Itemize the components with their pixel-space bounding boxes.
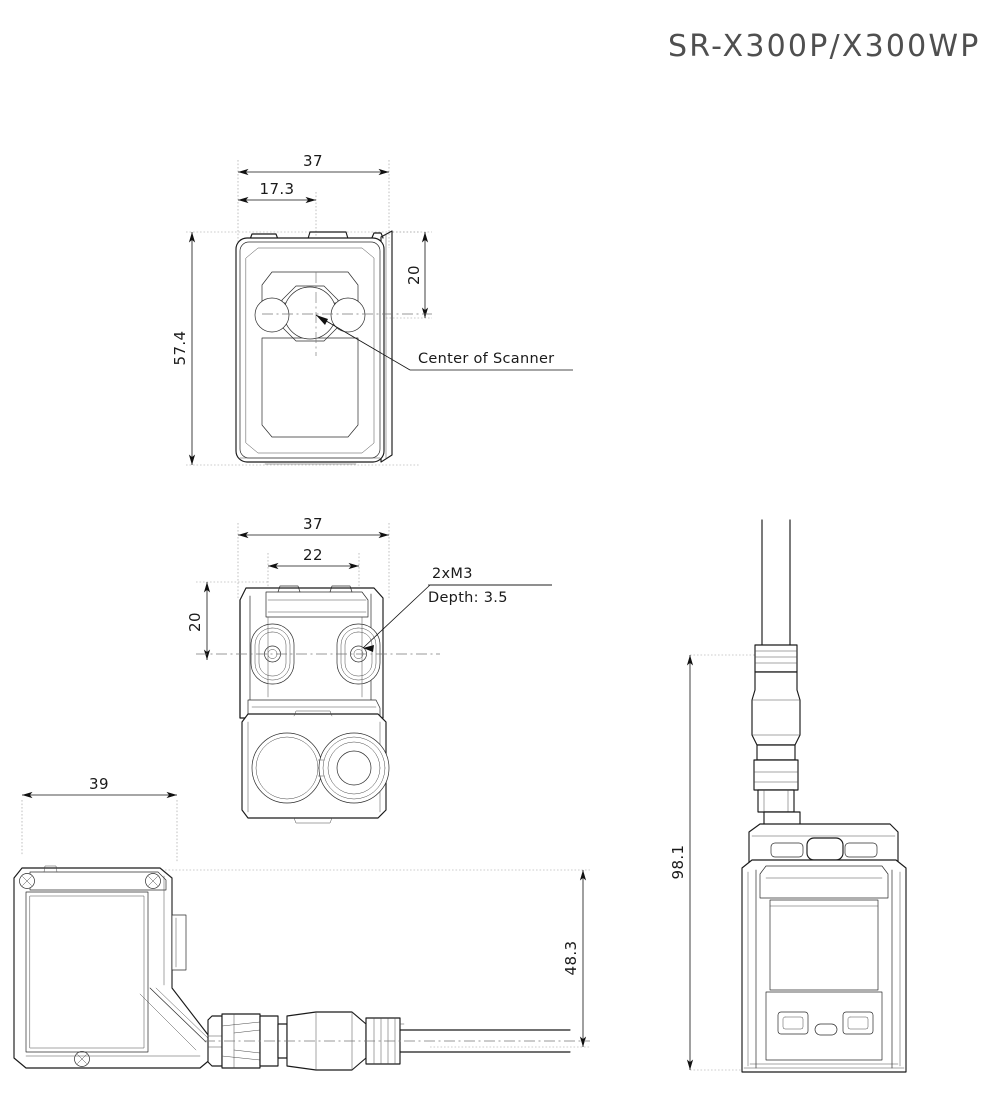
side-view: 39 48.3 bbox=[13, 775, 590, 1071]
center-of-scanner-callout: Center of Scanner bbox=[315, 314, 573, 371]
rear-dim-width-37: 37 bbox=[238, 515, 389, 539]
side-view-connector bbox=[207, 1011, 571, 1071]
front-view-body bbox=[235, 230, 393, 465]
side-dim-height-value: 48.3 bbox=[562, 941, 580, 976]
rear-dim-hole-offset-y-20: 20 bbox=[186, 582, 211, 660]
right-view-cable bbox=[761, 519, 791, 646]
side-dim-height-48-3: 48.3 bbox=[562, 870, 587, 1047]
thread-callout: 2xM3 Depth: 3.5 bbox=[362, 566, 552, 652]
front-dim-center-offset-x-value: 17.3 bbox=[260, 180, 295, 198]
rear-view: 37 22 20 bbox=[186, 515, 552, 824]
front-dim-center-offset-x-17-3: 17.3 bbox=[238, 180, 316, 204]
front-dim-width-37: 37 bbox=[238, 152, 389, 176]
side-screw-top-left bbox=[19, 873, 35, 889]
rear-dim-hole-offset-y-value: 20 bbox=[186, 612, 204, 632]
status-led-indicator bbox=[814, 1023, 838, 1036]
side-dim-depth-39: 39 bbox=[22, 775, 177, 799]
rear-dim-hole-spacing-value: 22 bbox=[303, 546, 323, 564]
side-dim-depth-value: 39 bbox=[89, 775, 109, 793]
rear-dim-width-value: 37 bbox=[303, 515, 323, 533]
side-screw-bottom-left bbox=[74, 1051, 90, 1067]
front-view: 37 17.3 20 57.4 bbox=[171, 152, 573, 466]
indicator-window-right bbox=[844, 842, 878, 858]
right-view: 98.1 bbox=[669, 519, 907, 1073]
thread-callout-line1: 2xM3 bbox=[432, 566, 473, 582]
front-dim-center-offset-y-value: 20 bbox=[405, 265, 423, 285]
indicator-window-center bbox=[806, 837, 844, 861]
right-view-connector bbox=[751, 644, 801, 829]
center-of-scanner-label: Center of Scanner bbox=[418, 351, 554, 367]
right-view-body bbox=[741, 823, 907, 1073]
rear-optics-circle-right bbox=[318, 732, 390, 804]
rear-view-body bbox=[239, 585, 390, 824]
front-dim-height-57-4: 57.4 bbox=[171, 232, 196, 465]
indicator-window-left bbox=[770, 842, 804, 858]
front-view-center-lines bbox=[262, 272, 432, 356]
front-dim-width-value: 37 bbox=[303, 152, 323, 170]
right-dim-total-height-98-1: 98.1 bbox=[669, 655, 694, 1070]
rear-dim-hole-spacing-22: 22 bbox=[268, 546, 359, 570]
page-title: SR-X300P/X300WP bbox=[668, 29, 981, 64]
side-screw-top-right bbox=[145, 873, 161, 889]
button-right[interactable] bbox=[842, 1011, 874, 1035]
thread-callout-line2: Depth: 3.5 bbox=[428, 590, 508, 606]
front-dim-height-value: 57.4 bbox=[171, 331, 189, 366]
right-dim-total-height-value: 98.1 bbox=[669, 845, 687, 880]
side-view-body bbox=[13, 865, 213, 1069]
front-dim-center-offset-y-20: 20 bbox=[405, 232, 429, 318]
rear-optics-circle-left bbox=[251, 732, 323, 804]
button-left[interactable] bbox=[777, 1011, 809, 1035]
